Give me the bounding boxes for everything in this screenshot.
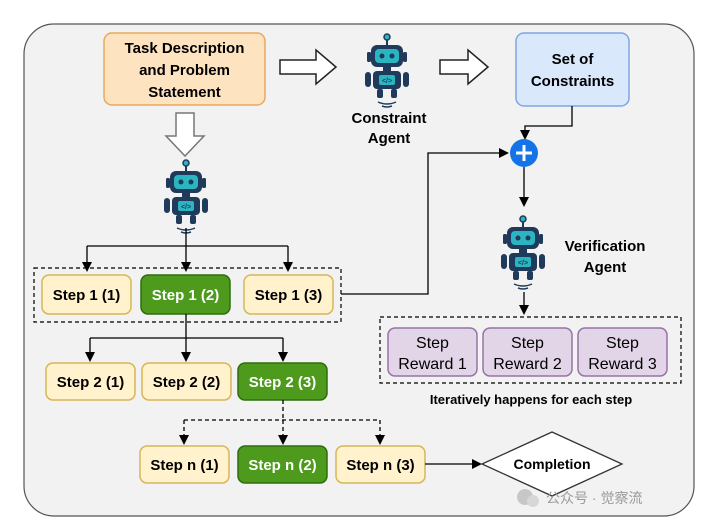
svg-text:Step 1 (2): Step 1 (2) — [152, 287, 220, 304]
svg-text:Task Description: Task Description — [125, 40, 245, 57]
step-1-3: Step 1 (3) — [243, 274, 334, 315]
svg-text:Step n (3): Step n (3) — [346, 457, 414, 474]
svg-text:Set of: Set of — [552, 51, 595, 68]
svg-text:Reward 3: Reward 3 — [588, 356, 657, 373]
svg-text:Step n (2): Step n (2) — [248, 457, 316, 474]
svg-text:Completion: Completion — [514, 456, 591, 472]
svg-text:Step 2 (1): Step 2 (1) — [57, 374, 125, 391]
step-reward-3: Step Reward 3 — [577, 327, 668, 377]
svg-text:and Problem: and Problem — [139, 62, 230, 79]
verification-agent-label: Agent — [584, 259, 627, 276]
step-1-1: Step 1 (1) — [41, 274, 132, 315]
svg-text:Reward 1: Reward 1 — [398, 356, 467, 373]
svg-text:Step 2 (2): Step 2 (2) — [153, 374, 221, 391]
step-n-2-selected: Step n (2) — [237, 445, 328, 484]
connector — [341, 148, 509, 295]
svg-text:Step: Step — [606, 335, 639, 352]
step-1-2-selected: Step 1 (2) — [140, 274, 231, 315]
connector — [520, 106, 573, 140]
constraint-agent-label: Constraint — [352, 110, 427, 127]
svg-text:Step n (1): Step n (1) — [150, 457, 218, 474]
reward-group — [379, 316, 682, 384]
step-2-1: Step 2 (1) — [45, 362, 136, 401]
svg-text:Step 1 (1): Step 1 (1) — [53, 287, 121, 304]
step-2-2: Step 2 (2) — [141, 362, 232, 401]
constraint-agent-label: Agent — [368, 130, 411, 147]
step-n-1: Step n (1) — [139, 445, 230, 484]
svg-text:Step: Step — [416, 335, 449, 352]
svg-text:Constraints: Constraints — [531, 73, 614, 90]
rewards-caption: Iteratively happens for each step — [430, 392, 632, 407]
verification-agent-label: Verification — [565, 238, 646, 255]
step-2-3-selected: Step 2 (3) — [237, 362, 328, 401]
hollow-arrow-right — [439, 48, 490, 86]
hollow-arrow-down — [164, 112, 206, 158]
svg-text:公众号 · 觉察流: 公众号 · 觉察流 — [546, 490, 642, 506]
step-n-3: Step n (3) — [335, 445, 426, 484]
svg-text:Statement: Statement — [148, 84, 221, 101]
task-description-box: Task Description and Problem Statement — [103, 32, 266, 106]
step-reward-1: Step Reward 1 — [387, 327, 478, 377]
completion-diamond: Completion — [480, 431, 624, 497]
watermark: 公众号 · 觉察流 — [517, 489, 642, 507]
svg-text:Step: Step — [511, 335, 544, 352]
plus-icon — [510, 139, 538, 167]
hollow-arrow-right — [279, 48, 338, 86]
svg-text:Reward 2: Reward 2 — [493, 356, 562, 373]
step-reward-2: Step Reward 2 — [482, 327, 573, 377]
svg-text:Step 1 (3): Step 1 (3) — [255, 287, 323, 304]
svg-text:Step 2 (3): Step 2 (3) — [249, 374, 317, 391]
constraints-box: Set of Constraints — [515, 32, 630, 107]
step-group-row-1 — [33, 267, 342, 323]
